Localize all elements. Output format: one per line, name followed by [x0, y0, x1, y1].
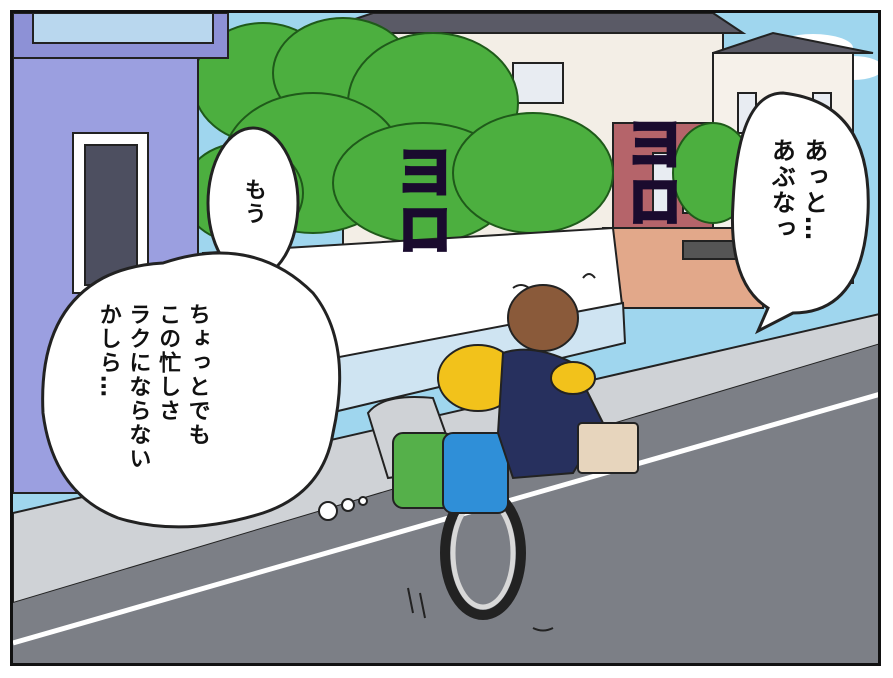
thought-text-small: もう — [240, 178, 266, 226]
thought-text-large: ちょっとでも この忙しさ ラクにならない かしら… — [95, 303, 210, 471]
comic-panel: ヨロ ヨロ あっと… あぶなっ もう ちょっとでも この忙しさ ラクにならない … — [10, 10, 881, 666]
speech-bubble-right — [730, 91, 870, 335]
bicycle-rider — [366, 273, 639, 632]
sfx-wobble-right: ヨロ — [615, 112, 686, 231]
thought-dot — [341, 498, 355, 512]
handbag — [577, 422, 639, 474]
thought-dot — [318, 501, 338, 521]
blue-bag — [442, 432, 509, 514]
thought-bubble-large — [41, 251, 342, 529]
background-scene — [13, 13, 878, 663]
sfx-wobble-left: ヨロ — [385, 140, 456, 259]
thought-dot — [358, 496, 368, 506]
speech-text-right: あっと… あぶなっ — [767, 138, 828, 242]
